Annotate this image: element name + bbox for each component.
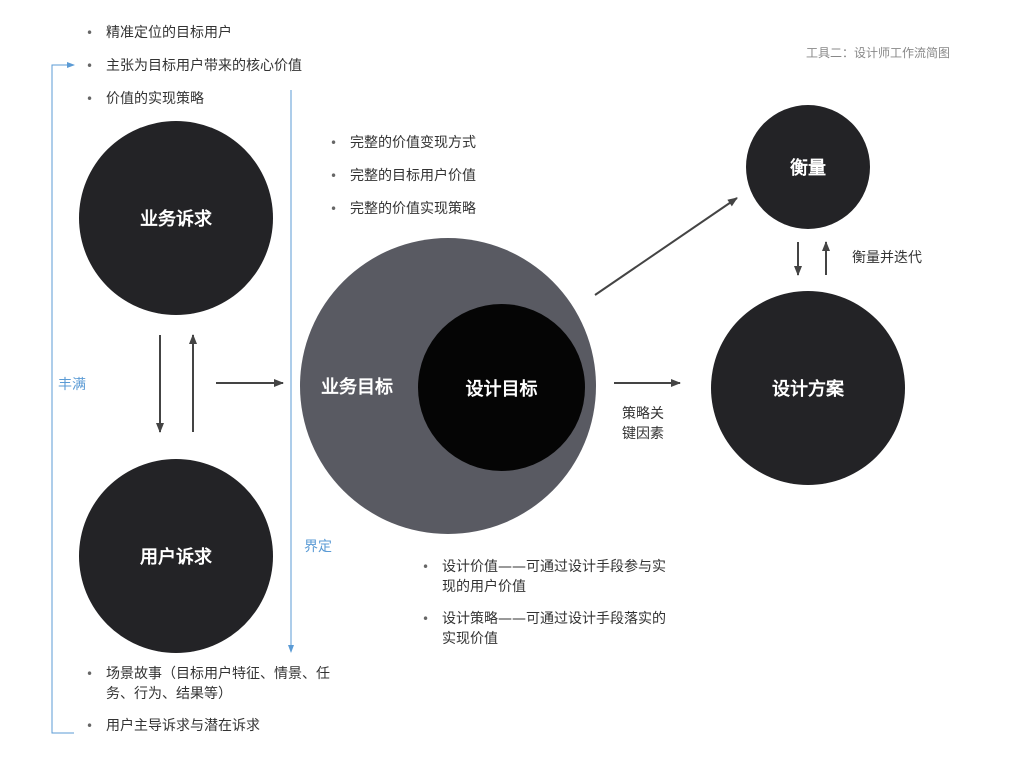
business-demand-node: 业务诉求 [79,121,273,315]
list-item: 设计价值——可通过设计手段参与实现的用户价值 [422,557,677,597]
business-goal-list: 完整的价值变现方式 完整的目标用户价值 完整的价值实现策略 [330,133,570,232]
user-demand-node: 用户诉求 [79,459,273,653]
design-plan-label: 设计方案 [772,379,844,400]
enrich-bracket [51,62,75,734]
business-goal-label: 业务目标 [321,377,393,398]
measure-node: 衡量 [746,105,870,229]
business-demand-list: 精准定位的目标用户 主张为目标用户带来的核心价值 价值的实现策略 [86,23,366,122]
list-item: 主张为目标用户带来的核心价值 [86,56,366,76]
design-goal-node: 设计目标 [418,304,585,471]
business-demand-label: 业务诉求 [140,209,212,230]
design-plan-node: 设计方案 [711,291,905,485]
list-item: 完整的价值变现方式 [330,133,570,153]
design-goal-label: 设计目标 [465,378,538,400]
list-item: 场景故事（目标用户特征、情景、任务、行为、结果等） [86,664,348,704]
define-label: 界定 [304,539,332,555]
measure-iterate-label: 衡量并迭代 [852,250,922,266]
list-item: 用户主导诉求与潜在诉求 [86,716,348,736]
enrich-label: 丰满 [58,377,86,393]
design-goal-list: 设计价值——可通过设计手段参与实现的用户价值 设计策略——可通过设计手段落实的实… [422,557,677,662]
list-item: 设计策略——可通过设计手段落实的实现价值 [422,609,677,649]
list-item: 完整的目标用户价值 [330,166,570,186]
measure-label: 衡量 [790,158,826,179]
page-title: 工具二：设计师工作流简图 [806,46,951,60]
list-item: 完整的价值实现策略 [330,199,570,219]
strategy-key-label: 策略关键因素 [622,406,664,442]
arrow-to-measure [594,197,738,296]
list-item: 精准定位的目标用户 [86,23,366,43]
list-item: 价值的实现策略 [86,89,366,109]
user-demand-list: 场景故事（目标用户特征、情景、任务、行为、结果等） 用户主导诉求与潜在诉求 [86,664,348,749]
user-demand-label: 用户诉求 [140,547,212,568]
